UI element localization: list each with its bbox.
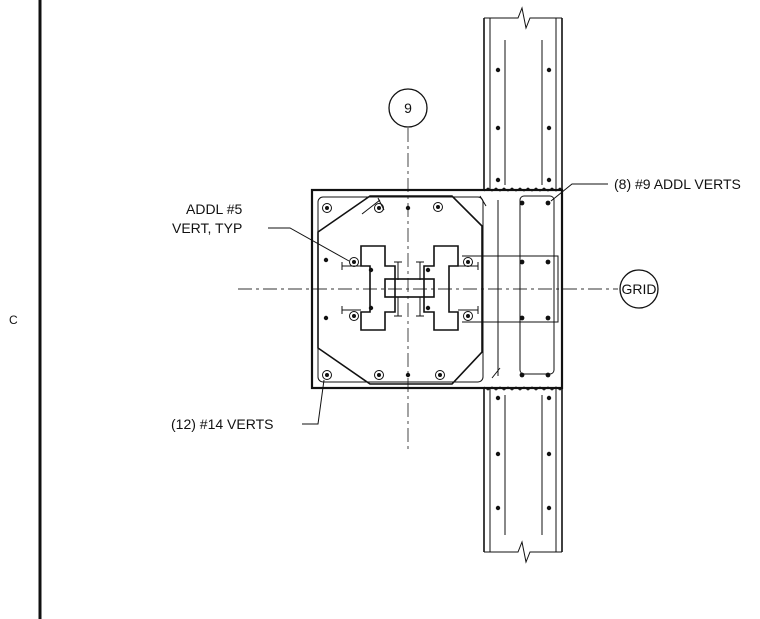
wall-upper <box>483 6 563 190</box>
column-outline <box>310 188 564 390</box>
wall-tie-flat <box>462 255 559 323</box>
break-line-top <box>484 6 562 30</box>
rebar-small-dots <box>323 200 551 378</box>
rebar-14-verts <box>322 202 473 380</box>
wall-joint-top <box>483 187 563 192</box>
wall-tie-left-upper <box>519 195 555 375</box>
leader-addl-5 <box>268 227 350 262</box>
wall-rebar-dots <box>495 67 552 511</box>
grid-bubble-label: 9 <box>404 100 412 116</box>
steel-section-right <box>423 245 459 331</box>
octagonal-tie <box>317 195 483 385</box>
leader-verts-14 <box>302 379 325 425</box>
wall-joint-bottom <box>483 386 563 391</box>
grid-tag-bubble <box>619 269 659 309</box>
side-label: C <box>9 313 18 327</box>
break-line-bottom <box>484 540 562 564</box>
label-addl-5-line2: VERT, TYP <box>172 220 242 236</box>
label-addl-5-line1: ADDL #5 <box>186 201 243 217</box>
grid-bubble <box>388 88 428 128</box>
leader-addl-9 <box>550 183 608 202</box>
perimeter-tie <box>317 196 484 383</box>
steel-web-plate <box>384 278 435 298</box>
wall-lower <box>483 388 563 564</box>
grid-tag-label: GRID <box>622 281 657 297</box>
label-verts-14: (12) #14 VERTS <box>171 416 273 432</box>
label-addl-verts-9: (8) #9 ADDL VERTS <box>614 176 741 192</box>
steel-section-left <box>360 245 396 331</box>
